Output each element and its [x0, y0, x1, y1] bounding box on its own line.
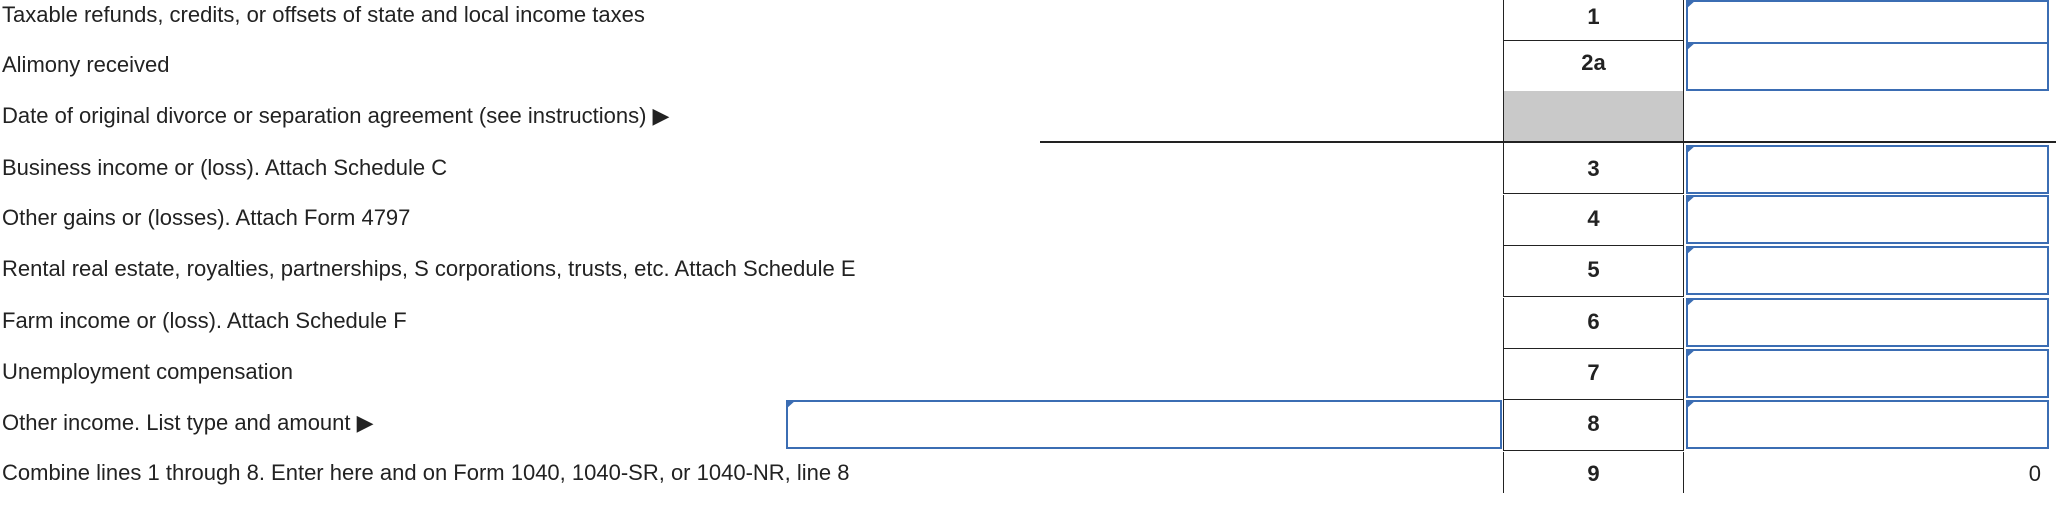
field-flag-icon	[1686, 0, 1696, 9]
line-8-amount-input[interactable]	[1686, 400, 2049, 449]
field-flag-icon	[1686, 246, 1696, 255]
divider-line	[1040, 141, 2056, 143]
schedule-1-additional-income-form: Taxable refunds, credits, or offsets of …	[0, 0, 2056, 493]
field-flag-icon	[1686, 349, 1696, 358]
line-5-description: Rental real estate, royalties, partnersh…	[2, 256, 856, 281]
line-2a-number: 2a	[1503, 40, 1684, 92]
form-row-line-5: Rental real estate, royalties, partnersh…	[0, 246, 2056, 298]
field-flag-icon	[1686, 298, 1696, 307]
line-6-description: Farm income or (loss). Attach Schedule F	[2, 308, 407, 333]
line-1-amount-input[interactable]	[1686, 0, 2049, 49]
line-4-description: Other gains or (losses). Attach Form 479…	[2, 205, 411, 230]
line-3-amount-input[interactable]	[1686, 145, 2049, 194]
form-row-line-4: Other gains or (losses). Attach Form 479…	[0, 195, 2056, 247]
form-row-line-7: Unemployment compensation 7	[0, 349, 2056, 401]
form-row-line-6: Farm income or (loss). Attach Schedule F…	[0, 298, 2056, 350]
field-flag-icon	[1686, 400, 1696, 409]
field-flag-icon	[1686, 195, 1696, 204]
line-9-number: 9	[1503, 452, 1684, 493]
line-2a-amount-input[interactable]	[1686, 42, 2049, 91]
line-8-number: 8	[1503, 400, 1684, 451]
form-row-line-8: Other income. List type and amount ▶ 8	[0, 400, 2056, 452]
line-4-number: 4	[1503, 195, 1684, 246]
line-8-description: Other income. List type and amount ▶	[2, 410, 374, 435]
line-9-description: Combine lines 1 through 8. Enter here an…	[2, 460, 850, 485]
form-row-line-9: Combine lines 1 through 8. Enter here an…	[0, 452, 2056, 493]
line-7-description: Unemployment compensation	[2, 359, 294, 384]
field-flag-icon	[1686, 42, 1696, 51]
field-flag-icon	[1686, 145, 1696, 154]
form-row-line-2b-date: Date of original divorce or separation a…	[0, 91, 2056, 143]
line-2b-description: Date of original divorce or separation a…	[2, 103, 670, 128]
form-row-line-1: Taxable refunds, credits, or offsets of …	[0, 0, 2056, 52]
form-row-line-2a: Alimony received 2a	[0, 40, 2056, 92]
line-1-description: Taxable refunds, credits, or offsets of …	[2, 2, 645, 27]
line-6-number: 6	[1503, 298, 1684, 349]
form-row-line-3: Business income or (loss). Attach Schedu…	[0, 143, 2056, 195]
line-7-number: 7	[1503, 349, 1684, 400]
line-3-number: 3	[1503, 143, 1684, 194]
line-6-amount-input[interactable]	[1686, 298, 2049, 347]
line-3-description: Business income or (loss). Attach Schedu…	[2, 155, 448, 180]
line-9-total-value: 0	[2028, 461, 2041, 486]
line-4-amount-input[interactable]	[1686, 195, 2049, 244]
line-2a-description: Alimony received	[2, 52, 170, 77]
field-flag-icon	[786, 400, 796, 409]
line-7-amount-input[interactable]	[1686, 349, 2049, 398]
line-5-number: 5	[1503, 246, 1684, 297]
line-2b-shaded-cell	[1503, 91, 1684, 143]
other-income-type-input[interactable]	[786, 400, 1502, 449]
line-5-amount-input[interactable]	[1686, 246, 2049, 295]
